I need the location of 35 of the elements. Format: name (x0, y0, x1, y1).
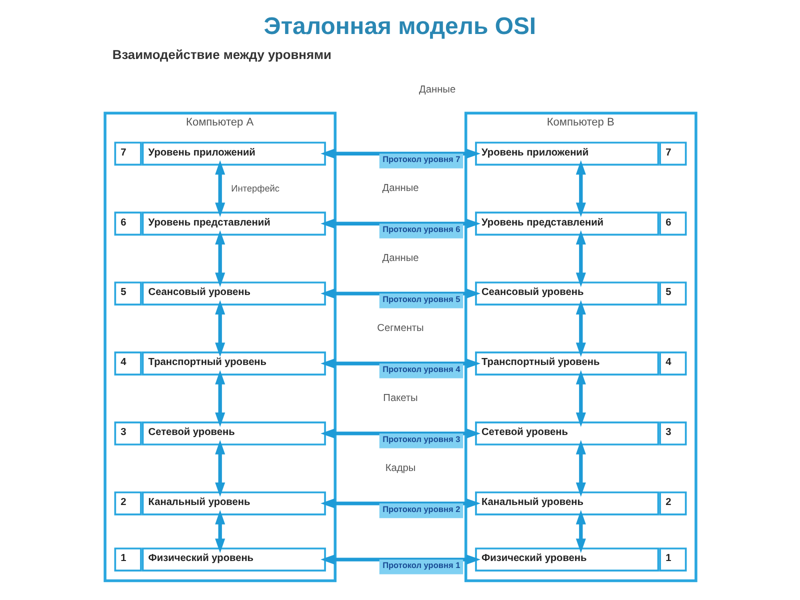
arrow (214, 510, 225, 553)
edge-label: Протокол уровня 6 (382, 225, 460, 234)
arrow (214, 230, 225, 287)
edge-label: Интерфейс (230, 183, 280, 194)
label: Взаимодействие между уровнями (112, 47, 331, 62)
edge-label: Протокол уровня 2 (382, 504, 460, 514)
arrow (575, 230, 586, 287)
arrow (320, 288, 480, 299)
label: Сегменты (376, 323, 424, 334)
edge-label: Протокол уровня 4 (382, 364, 460, 374)
arrow (320, 498, 480, 508)
arrow (575, 160, 586, 217)
arrow (575, 300, 586, 357)
arrow (320, 218, 480, 229)
edge-label: Протокол уровня 7 (382, 155, 460, 164)
label: Данные (382, 183, 418, 194)
arrow (320, 428, 480, 438)
edge-label: Протокол уровня 1 (382, 561, 460, 570)
arrow (575, 440, 586, 497)
arrow (214, 370, 225, 427)
arrow (320, 358, 480, 369)
arrow (320, 148, 480, 159)
arrow (575, 510, 586, 553)
label: Пакеты (382, 393, 418, 404)
arrow (575, 370, 586, 427)
arrow (214, 300, 225, 357)
arrow (214, 440, 225, 497)
arrow (320, 554, 480, 565)
label: Кадры (384, 463, 416, 474)
arrow (214, 160, 225, 217)
edge-label: Протокол уровня 5 (382, 295, 460, 304)
label: Данные (382, 253, 418, 264)
edge-label: Протокол уровня 3 (382, 434, 460, 444)
label: Данные (418, 84, 456, 96)
diagram-title: Эталонная модель OSI (263, 12, 536, 40)
